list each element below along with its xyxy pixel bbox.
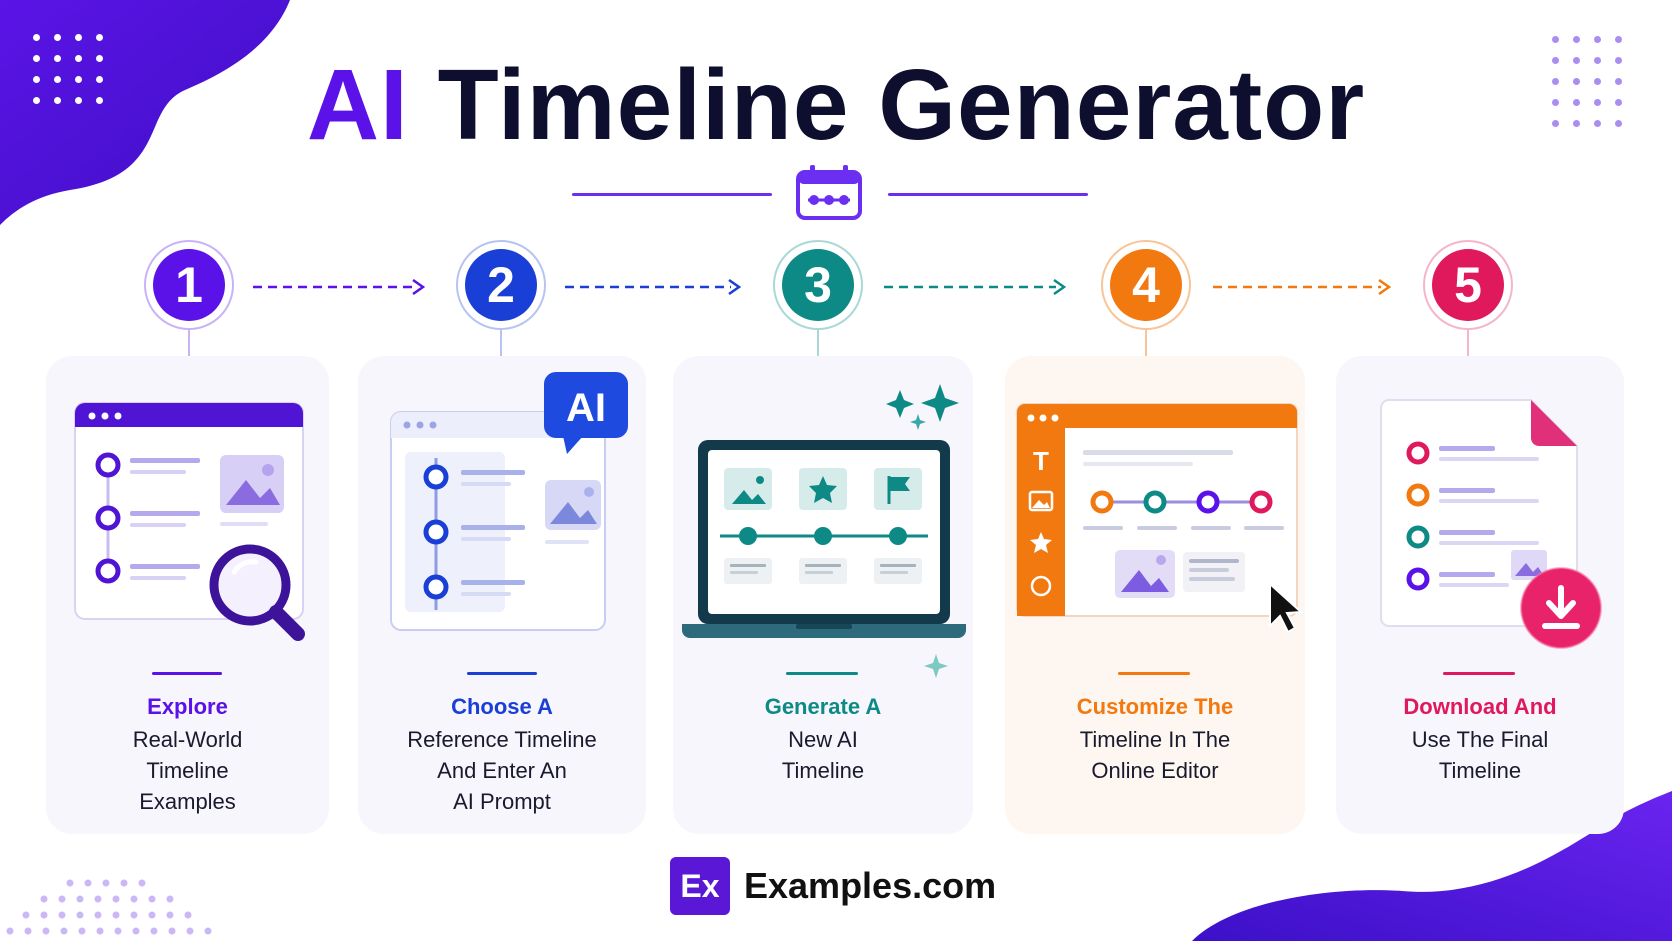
title-rule-left [572, 193, 772, 196]
step-3-number: 3 [782, 249, 854, 321]
corner-blob-top-left [0, 0, 290, 225]
page-title: AI Timeline Generator [0, 48, 1672, 163]
brand[interactable]: Ex Examples.com [670, 857, 996, 915]
brand-name: Examples.com [744, 865, 997, 906]
step-1-stem [188, 330, 190, 356]
step-4-line: Timeline In The [1079, 727, 1231, 752]
step-4-description: Timeline In The Online Editor [1005, 724, 1305, 786]
step-1-line: Examples [139, 789, 236, 814]
step-5-line: Timeline [1438, 758, 1522, 783]
step-5-badge: 5 [1423, 240, 1513, 330]
step-2-line: And Enter An [437, 758, 567, 783]
laptop-timeline-icon [682, 384, 966, 678]
step-2-badge: 2 [456, 240, 546, 330]
title-rest: Timeline Generator [437, 49, 1366, 161]
calendar-timeline-icon [796, 165, 862, 220]
step-5-description: Use The Final Timeline [1336, 724, 1624, 786]
step-5-heading: Download And [1403, 694, 1557, 719]
step-1-line: Real-World [132, 727, 243, 752]
step-5-number: 5 [1432, 249, 1504, 321]
step-1-badge: 1 [144, 240, 234, 330]
arrow-4-to-5 [1213, 278, 1392, 296]
step-2-stem [500, 330, 502, 356]
step-5-stem [1467, 330, 1469, 356]
editor-cursor-icon: T [1016, 403, 1304, 634]
arrow-2-to-3 [565, 278, 742, 296]
step-1-heading: Explore [147, 694, 228, 719]
svg-text:AI: AI [566, 386, 606, 430]
ai-chat-timeline-icon: AI [390, 372, 628, 631]
document-download-icon [1380, 399, 1602, 649]
step-4-line: Online Editor [1091, 758, 1219, 783]
title-rule-right [888, 193, 1088, 196]
step-2-rule [467, 672, 537, 675]
step-3-rule [786, 672, 858, 675]
step-4-rule [1118, 672, 1190, 675]
step-3-line: Timeline [781, 758, 865, 783]
step-3-heading: Generate A [764, 694, 882, 719]
dot-arc-bottom-left [6, 879, 212, 935]
step-1-number: 1 [153, 249, 225, 321]
step-3-line: New AI [788, 727, 858, 752]
step-3-badge: 3 [773, 240, 863, 330]
step-2-heading: Choose A [451, 694, 553, 719]
dot-grid-top-right [1552, 36, 1622, 127]
step-3-description: New AI Timeline [673, 724, 973, 786]
step-4-heading: Customize The [1076, 694, 1234, 719]
step-2-line: AI Prompt [453, 789, 551, 814]
dot-grid-top-left [33, 34, 103, 104]
step-5-line: Use The Final [1411, 727, 1549, 752]
step-4-stem [1145, 330, 1147, 356]
step-1-rule [152, 672, 222, 675]
arrow-3-to-4 [884, 278, 1067, 296]
step-4-number: 4 [1110, 249, 1182, 321]
step-2-description: Reference Timeline And Enter An AI Promp… [358, 724, 646, 817]
step-3-stem [817, 330, 819, 356]
arrow-1-to-2 [253, 278, 426, 296]
step-2-number: 2 [465, 249, 537, 321]
step-5-rule [1443, 672, 1515, 675]
step-1-line: Timeline [146, 758, 229, 783]
brand-logo: Ex [670, 857, 730, 915]
title-accent: AI [306, 49, 409, 161]
step-4-badge: 4 [1101, 240, 1191, 330]
svg-text:T: T [1033, 446, 1049, 476]
browser-magnifier-icon [74, 402, 305, 641]
step-1-description: Real-World Timeline Examples [46, 724, 329, 817]
step-2-line: Reference Timeline [407, 727, 597, 752]
corner-blob-bottom-right [1192, 791, 1672, 941]
